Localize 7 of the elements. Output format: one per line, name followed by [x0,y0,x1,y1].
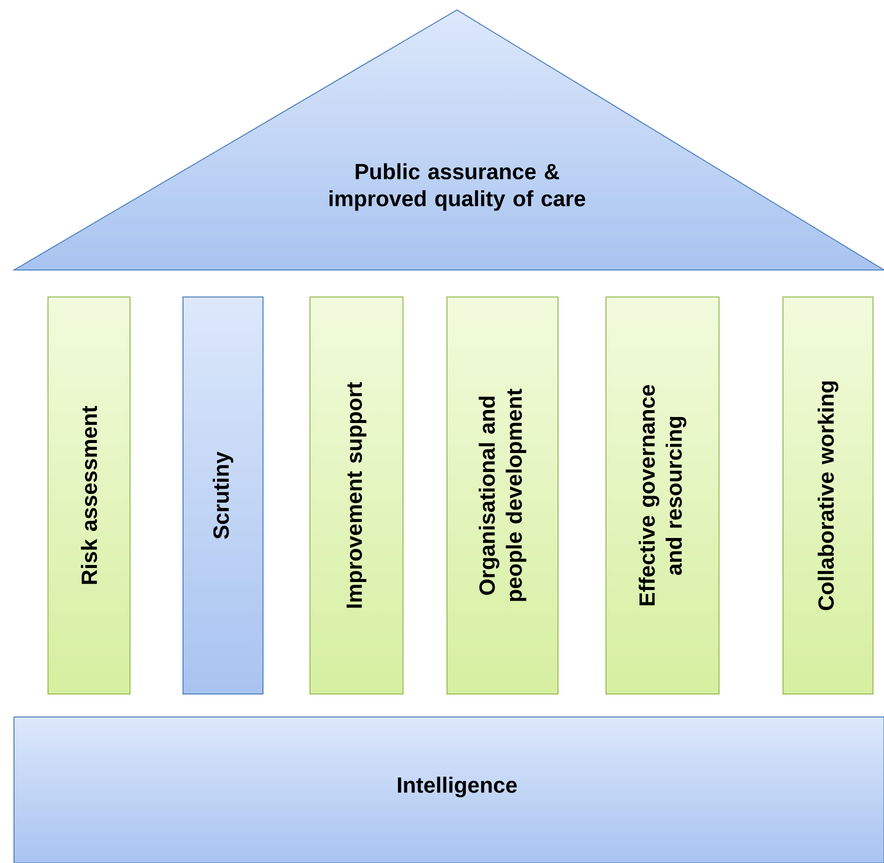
pillar-box: Effective governance and resourcing [606,296,720,694]
pillar-box: Scrutiny [182,296,264,694]
pillar-box: Improvement support [310,296,404,694]
pillar-box: Risk assessment [48,296,130,694]
pillar-box: Collaborative working [782,296,874,694]
base-box: Intelligence [14,716,884,863]
pillar-box: Organisational and people development [446,296,558,694]
